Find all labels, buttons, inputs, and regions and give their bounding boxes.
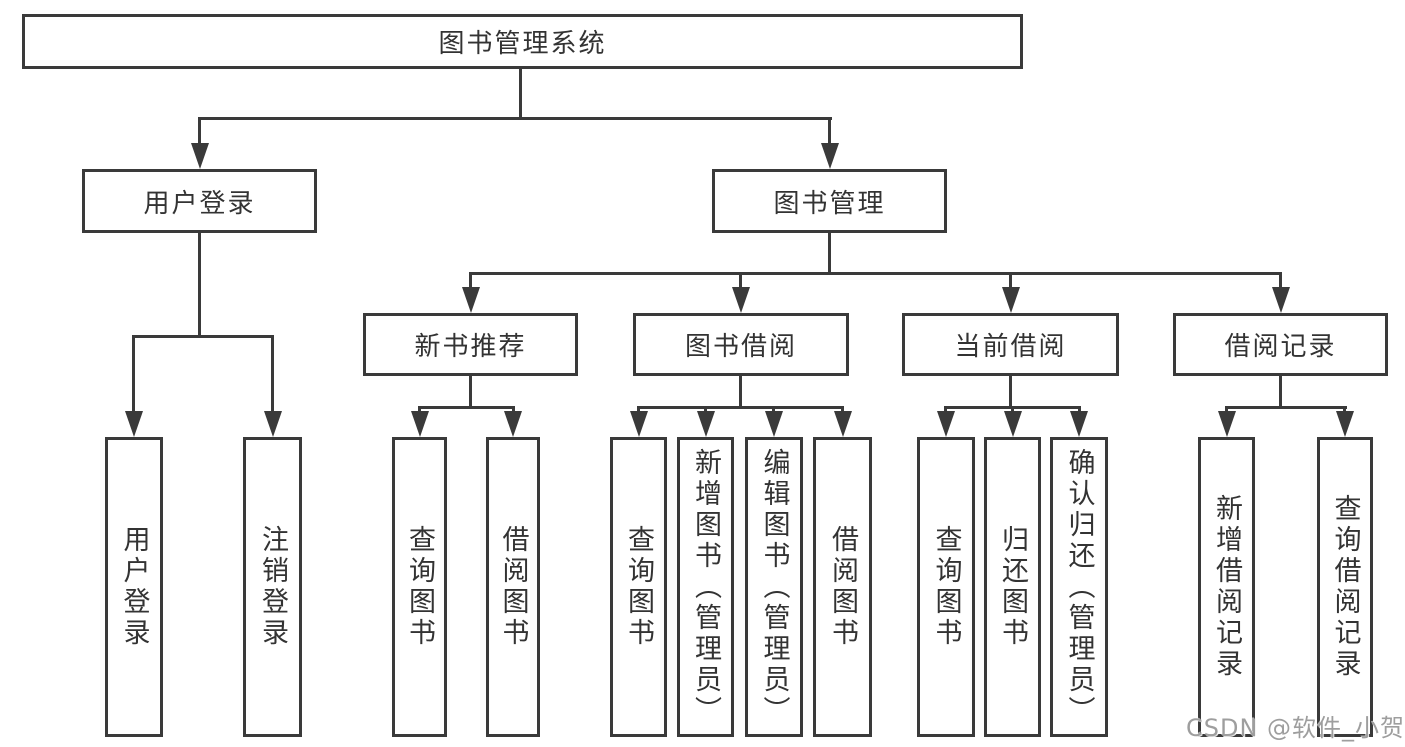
edge-book-borrow-stem bbox=[739, 375, 742, 408]
edge-leaf-stub bbox=[512, 406, 515, 414]
edge-leaf-stub bbox=[418, 406, 421, 414]
edge-leaf-stub bbox=[944, 406, 947, 414]
leaf-logout: 注销登录 bbox=[243, 437, 302, 737]
edge-new-book-rec-stem bbox=[469, 375, 472, 408]
node-current-borrowing: 当前借阅 bbox=[902, 313, 1119, 376]
leaf-query-books-recommend: 查询图书 bbox=[392, 437, 447, 737]
edge-book-mgmt-rail bbox=[469, 272, 1282, 275]
csdn-watermark: CSDN @软件_小贺同学 bbox=[1186, 714, 1405, 742]
edge-root-rail bbox=[198, 117, 832, 120]
edge-borrow-records-stem bbox=[1279, 375, 1282, 408]
edge-root-to-book-mgmt bbox=[828, 117, 831, 145]
arrow-down-icon bbox=[630, 411, 648, 437]
edge-book-borrow-rail bbox=[637, 406, 844, 409]
arrow-down-icon bbox=[1004, 411, 1022, 437]
edge-current-borrow-stem bbox=[1009, 375, 1012, 408]
arrow-down-icon bbox=[1272, 287, 1290, 313]
arrow-down-icon bbox=[504, 411, 522, 437]
node-book-borrowing: 图书借阅 bbox=[633, 313, 849, 376]
edge-leaf-stub bbox=[1078, 406, 1081, 414]
arrow-down-icon bbox=[462, 287, 480, 313]
leaf-borrow-books-recommend: 借阅图书 bbox=[486, 437, 540, 737]
leaf-confirm-return-admin: 确认归还（管理员） bbox=[1050, 437, 1108, 737]
arrow-down-icon bbox=[1002, 287, 1020, 313]
arrow-down-icon bbox=[765, 411, 783, 437]
edge-to-new-book-rec bbox=[469, 272, 472, 289]
edge-user-login-stem bbox=[198, 233, 201, 336]
edge-leaf-stub bbox=[772, 406, 775, 414]
edge-to-current-borrow bbox=[1009, 272, 1012, 289]
leaf-borrow-books-borrowing: 借阅图书 bbox=[813, 437, 872, 737]
arrow-down-icon bbox=[1070, 411, 1088, 437]
node-user-login: 用户登录 bbox=[82, 169, 317, 233]
edge-user-login-rail bbox=[132, 335, 274, 338]
arrow-down-icon bbox=[1218, 411, 1236, 437]
node-borrow-records: 借阅记录 bbox=[1173, 313, 1388, 376]
node-new-book-recommend: 新书推荐 bbox=[363, 313, 578, 376]
arrow-down-icon bbox=[732, 287, 750, 313]
edge-leaf-stub bbox=[1343, 406, 1346, 414]
leaf-query-borrow-record: 查询借阅记录 bbox=[1317, 437, 1373, 737]
arrow-down-icon bbox=[834, 411, 852, 437]
edge-root-stem bbox=[519, 69, 522, 118]
arrow-down-icon bbox=[125, 411, 143, 437]
node-book-management: 图书管理 bbox=[712, 169, 947, 233]
edge-new-book-rec-rail bbox=[418, 406, 515, 409]
edge-to-borrow-records bbox=[1279, 272, 1282, 289]
edge-leaf-stub bbox=[704, 406, 707, 414]
edge-to-leaf-logout bbox=[271, 335, 274, 413]
arrow-down-icon bbox=[1336, 411, 1354, 437]
edge-leaf-stub bbox=[1225, 406, 1228, 414]
leaf-add-borrow-record: 新增借阅记录 bbox=[1198, 437, 1255, 737]
arrow-down-icon bbox=[697, 411, 715, 437]
arrow-down-icon bbox=[411, 411, 429, 437]
leaf-add-books-admin: 新增图书（管理员） bbox=[677, 437, 734, 737]
edge-leaf-stub bbox=[637, 406, 640, 414]
node-library-management-system: 图书管理系统 bbox=[22, 14, 1023, 69]
leaf-edit-books-admin: 编辑图书（管理员） bbox=[745, 437, 803, 737]
edge-to-book-borrow bbox=[739, 272, 742, 289]
edge-to-leaf-user-login bbox=[132, 335, 135, 413]
edge-root-to-user-login bbox=[198, 117, 201, 145]
arrow-down-icon bbox=[937, 411, 955, 437]
arrow-down-icon bbox=[821, 143, 839, 169]
leaf-query-books-current: 查询图书 bbox=[917, 437, 975, 737]
edge-book-mgmt-stem bbox=[828, 233, 831, 273]
arrow-down-icon bbox=[191, 143, 209, 169]
edge-leaf-stub bbox=[1011, 406, 1014, 414]
edge-leaf-stub bbox=[841, 406, 844, 414]
edge-borrow-records-rail bbox=[1225, 406, 1347, 409]
leaf-user-login: 用户登录 bbox=[105, 437, 163, 737]
leaf-return-books: 归还图书 bbox=[984, 437, 1041, 737]
leaf-query-books-borrowing: 查询图书 bbox=[610, 437, 667, 737]
arrow-down-icon bbox=[264, 411, 282, 437]
